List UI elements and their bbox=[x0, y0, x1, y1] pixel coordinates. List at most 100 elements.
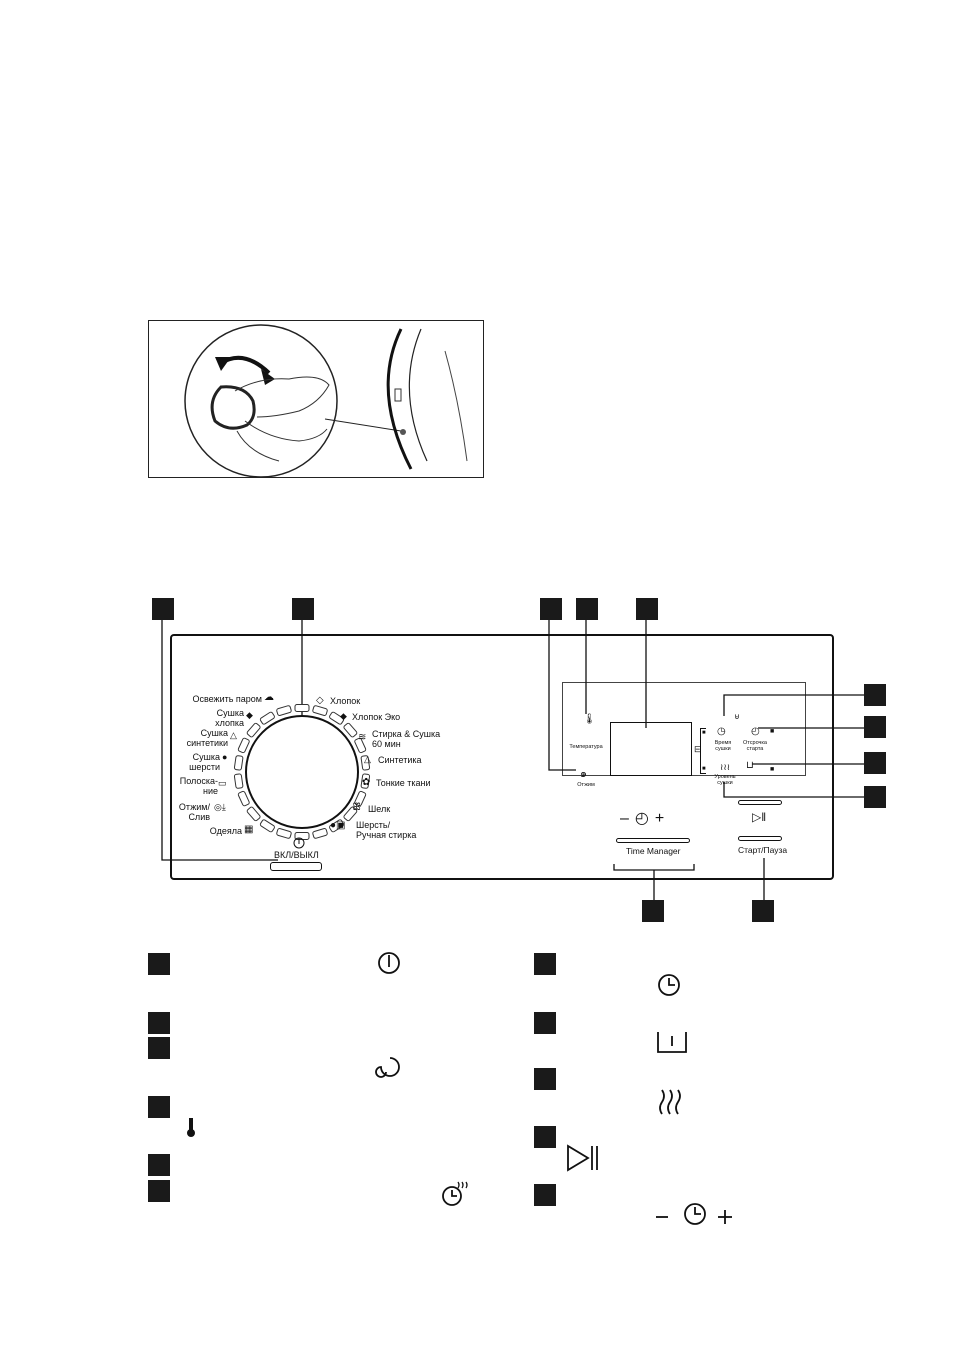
time-manager-controls[interactable]: –◴+ bbox=[620, 810, 671, 827]
thermometer-legend-icon bbox=[189, 1118, 193, 1130]
dial-segment bbox=[237, 790, 250, 807]
program-label-wash-dry-60: Стирка & Сушка 60 мин bbox=[372, 729, 441, 749]
temperature-label: Температура bbox=[569, 744, 603, 750]
dial-segment bbox=[312, 705, 328, 716]
dial-segment bbox=[233, 755, 244, 771]
callout-square bbox=[752, 900, 774, 922]
callout-square bbox=[636, 598, 658, 620]
callout-square bbox=[292, 598, 314, 620]
program-label-duvet: Одеяла bbox=[209, 826, 242, 836]
prewash-legend-icon bbox=[657, 1032, 687, 1053]
dial-segment bbox=[360, 755, 371, 771]
delay-start-legend-icon bbox=[658, 974, 680, 996]
program-label-rinse: Полоска- ние bbox=[179, 776, 218, 796]
start-pause-legend-icon bbox=[567, 1144, 590, 1172]
time-manager-button[interactable] bbox=[616, 838, 690, 843]
dial-segment bbox=[329, 819, 345, 833]
dial-segment bbox=[246, 722, 261, 738]
program-label-steam-refresh: Освежить паром bbox=[192, 694, 262, 704]
rinse-icon: ▭ bbox=[218, 778, 227, 788]
dry-level-legend-icon bbox=[659, 1089, 681, 1115]
indicator-dot: ■ bbox=[770, 728, 775, 735]
delay-start-icon[interactable]: ◴ bbox=[751, 726, 760, 737]
program-label-wool-handwash: Шерсть/ Ручная стирка bbox=[356, 820, 417, 840]
wash-dry-icon: ≋ bbox=[358, 732, 367, 743]
start-pause-label: Старт/Пауза bbox=[738, 845, 788, 855]
legend-square bbox=[534, 1184, 556, 1206]
play-pause-icon: ▷‖ bbox=[752, 810, 767, 824]
cotton-icon: ◇ bbox=[316, 695, 324, 706]
legend-square bbox=[148, 1154, 170, 1176]
time-manager-label: Time Manager bbox=[626, 846, 681, 856]
program-label-silk: Шелк bbox=[368, 804, 391, 814]
water-steam-icon: ⊎ bbox=[734, 712, 740, 721]
dial-segment bbox=[276, 828, 292, 839]
thermometer-icon: 🌡 bbox=[583, 714, 596, 725]
start-pause-button[interactable] bbox=[738, 836, 782, 841]
display-indicator-bracket bbox=[700, 728, 706, 774]
start-pause-button-top[interactable] bbox=[738, 800, 782, 805]
delay-start-label: Отсрочка старта bbox=[743, 740, 767, 752]
program-label-wool-dry: Сушка шерсти bbox=[189, 752, 220, 772]
legend-square bbox=[148, 1180, 170, 1202]
dial-segment bbox=[237, 737, 250, 754]
dial-segment bbox=[354, 737, 367, 754]
dial-segment bbox=[354, 790, 367, 807]
callout-square bbox=[864, 752, 886, 774]
display-screen bbox=[610, 722, 692, 776]
dial-segment bbox=[329, 711, 345, 725]
door-handle-drawing bbox=[184, 324, 468, 478]
power-button[interactable] bbox=[270, 862, 322, 871]
spin-legend-icon bbox=[375, 1057, 400, 1078]
dial-segment bbox=[360, 773, 371, 789]
callout-square bbox=[152, 598, 174, 620]
indicator-dot: ■ bbox=[702, 730, 706, 736]
spin-icon[interactable]: ๑ bbox=[580, 768, 587, 780]
legend-square bbox=[534, 1012, 556, 1034]
program-label-cotton-dry: Сушка хлопка bbox=[215, 708, 244, 728]
legend-square bbox=[534, 1068, 556, 1090]
dial-segment bbox=[233, 773, 244, 789]
callout-square bbox=[642, 900, 664, 922]
dial-segment bbox=[259, 711, 275, 725]
dry-level-icon[interactable]: ≀≀≀ bbox=[720, 762, 731, 772]
program-label-delicate: Тонкие ткани bbox=[376, 778, 431, 788]
silk-icon: ꕥ bbox=[352, 802, 362, 813]
legend-square bbox=[148, 1037, 170, 1059]
spin-label: Отжим bbox=[577, 782, 595, 788]
wool-dry-icon: ● bbox=[222, 752, 228, 762]
legend-square bbox=[534, 953, 556, 975]
program-label-synthetic-dry: Сушка синтетики bbox=[186, 728, 228, 748]
callout-square bbox=[540, 598, 562, 620]
indicator-dot: ■ bbox=[770, 766, 775, 773]
dry-time-icon[interactable]: ◷ bbox=[717, 726, 726, 737]
dial-segment bbox=[343, 722, 358, 738]
callout-square bbox=[864, 716, 886, 738]
dial-segment bbox=[276, 705, 292, 716]
callout-square bbox=[576, 598, 598, 620]
program-label-spin-drain: Отжим/ Слив bbox=[178, 802, 210, 822]
dial-segment bbox=[246, 806, 261, 822]
prewash-icon[interactable]: ⊔ bbox=[746, 760, 754, 771]
program-label-cotton: Хлопок bbox=[330, 696, 361, 706]
time-manager-legend-icon bbox=[684, 1203, 706, 1225]
control-panel bbox=[170, 634, 834, 880]
synthetic-icon: △ bbox=[364, 754, 371, 764]
dry-time-label: Время сушки bbox=[714, 740, 732, 752]
cotton-eco-icon: ◆ bbox=[340, 711, 347, 721]
legend-square bbox=[534, 1126, 556, 1148]
legend-square bbox=[148, 953, 170, 975]
callout-square bbox=[864, 684, 886, 706]
synthetic-dry-icon: △ bbox=[230, 730, 237, 740]
power-label: ВКЛ/ВЫКЛ bbox=[274, 850, 319, 860]
dial-segment bbox=[312, 828, 328, 839]
spin-drain-icon: ◎⤓ bbox=[214, 802, 226, 812]
power-legend-icon bbox=[378, 952, 400, 974]
legend-square bbox=[148, 1012, 170, 1034]
program-label-synthetic: Синтетика bbox=[378, 755, 422, 765]
indicator-dot: ■ bbox=[702, 766, 706, 772]
